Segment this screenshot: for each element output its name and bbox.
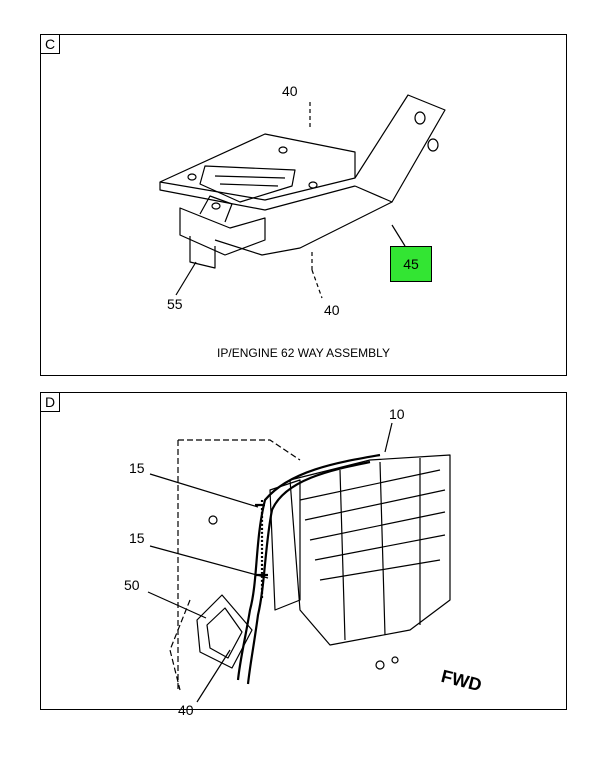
leader-40-bottom: [311, 252, 323, 299]
harness: [236, 453, 381, 685]
panel-c-letter: C: [41, 35, 60, 54]
leader-45: [391, 224, 406, 247]
panel-d: D: [40, 392, 567, 710]
leader-15-mid: [149, 545, 269, 579]
callout-40-d: 40: [178, 702, 194, 718]
connector-50: [196, 594, 253, 669]
leader-40-d: [196, 649, 231, 703]
callout-40-bottom: 40: [324, 302, 340, 318]
panel-d-letter: D: [41, 393, 60, 412]
leader-15-top: [149, 473, 259, 508]
connector-55: [179, 165, 296, 269]
callout-40-top: 40: [282, 83, 298, 99]
bracket-plate: [159, 94, 446, 256]
callout-15-top: 15: [129, 460, 145, 476]
callout-15-mid: 15: [129, 530, 145, 546]
callout-45-highlight: 45: [390, 246, 432, 282]
firewall-outline: [169, 439, 301, 691]
panel-c: C IP/ENGINE 62 WAY ASSEMBLY: [40, 34, 567, 376]
leader-50: [147, 591, 207, 619]
leader-55: [175, 261, 197, 296]
callout-55: 55: [167, 296, 183, 312]
leader-10: [384, 422, 393, 453]
callout-50: 50: [124, 577, 140, 593]
panel-c-caption: IP/ENGINE 62 WAY ASSEMBLY: [217, 346, 390, 360]
module-body: [208, 454, 451, 670]
callout-10: 10: [389, 406, 405, 422]
